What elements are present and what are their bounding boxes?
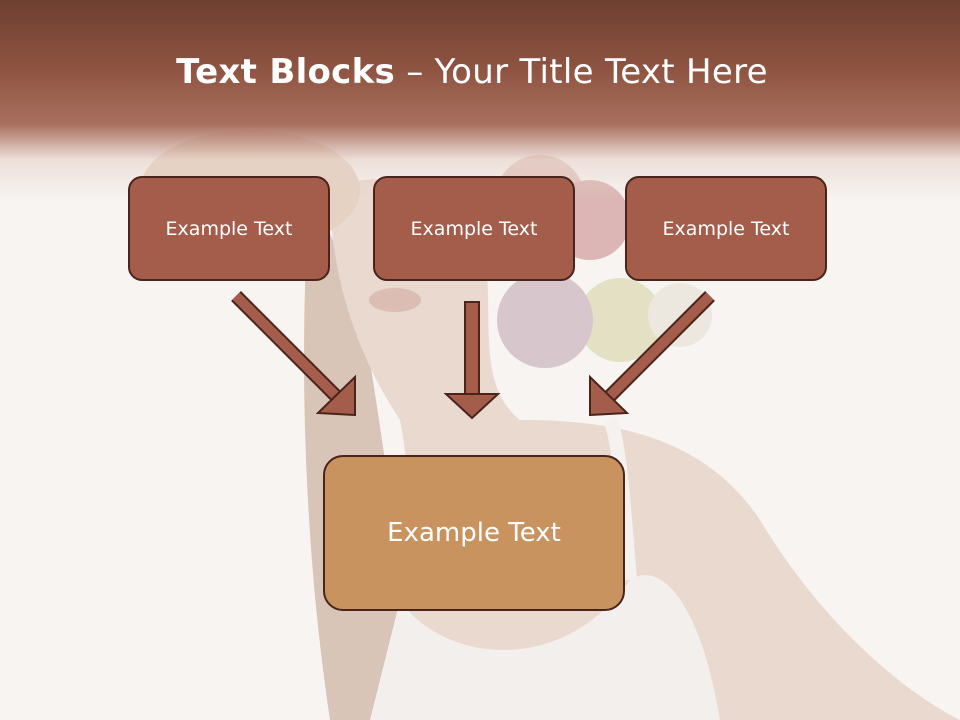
text-box-right[interactable]: Example Text [625, 176, 827, 281]
title-dash: – [395, 52, 435, 92]
text-box-right-label: Example Text [662, 217, 790, 240]
title-rest: Your Title Text Here [434, 52, 768, 92]
title-bold: Text Blocks [176, 52, 396, 92]
slide-title: Text Blocks – Your Title Text Here [0, 52, 944, 92]
arrow-left [231, 291, 356, 417]
text-box-left-label: Example Text [165, 217, 293, 240]
text-box-middle-label: Example Text [410, 217, 538, 240]
text-box-middle[interactable]: Example Text [373, 176, 575, 281]
text-box-left[interactable]: Example Text [128, 176, 330, 281]
center-text-box[interactable]: Example Text [323, 455, 625, 611]
arrow-right [589, 291, 715, 417]
arrow-middle [443, 301, 501, 420]
header-band [0, 0, 960, 200]
center-text-box-label: Example Text [387, 518, 561, 548]
